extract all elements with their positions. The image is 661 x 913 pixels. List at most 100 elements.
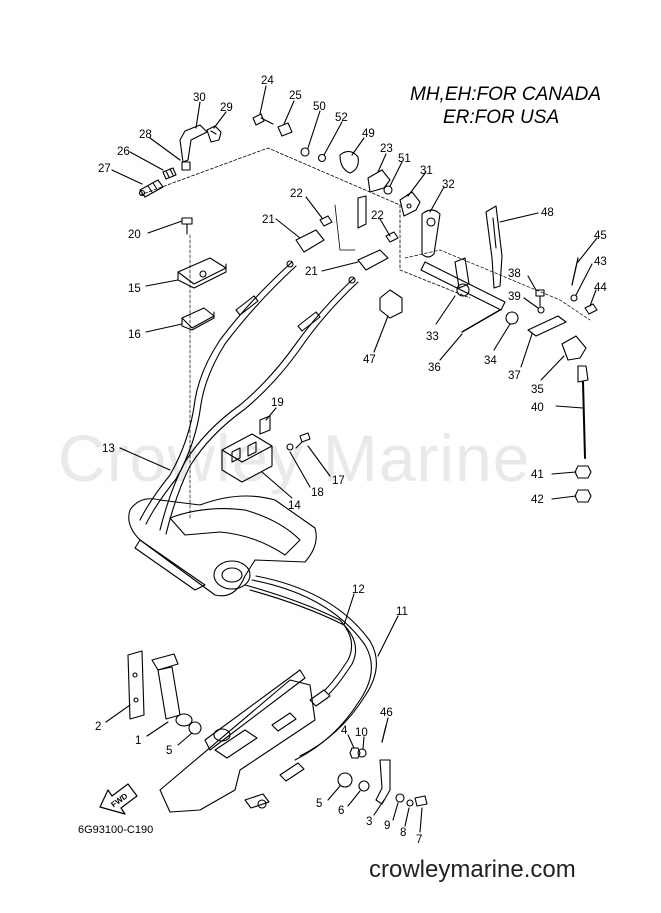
part-14-slots [231, 441, 257, 463]
callout-51: 51 [398, 153, 411, 165]
leader-48 [499, 212, 539, 223]
leader-30 [195, 101, 201, 129]
leader-28 [149, 137, 181, 161]
part-24-bolt [252, 113, 274, 126]
callout-42: 42 [531, 494, 544, 506]
part-48-link [485, 205, 503, 289]
leader-21b [321, 261, 359, 272]
callout-14: 14 [288, 500, 301, 512]
leader-2 [105, 704, 131, 723]
cable-end-b [348, 276, 356, 284]
leader-19 [265, 407, 277, 421]
leader-14 [261, 471, 293, 499]
part-44-clip [584, 303, 598, 315]
part-34-bushing [505, 311, 519, 325]
callout-12: 12 [352, 584, 365, 596]
part-35-joint [561, 335, 587, 361]
part-36-pin [461, 309, 501, 333]
callout-3: 3 [366, 816, 372, 828]
part-2-hole-b [133, 697, 139, 703]
part-25-collar [277, 122, 293, 137]
part-6-washer [358, 780, 370, 792]
leader-21a [275, 218, 301, 239]
callout-21b: 21 [305, 266, 318, 278]
part-50-nut [300, 147, 310, 157]
leader-20 [147, 220, 183, 234]
leader-22b [379, 218, 391, 237]
part-13-cable-a [139, 261, 293, 521]
part-51-nut [383, 185, 393, 195]
part-39-washer [537, 306, 545, 314]
part-16-clamp [181, 307, 215, 331]
leader-25 [283, 100, 295, 125]
callout-18: 18 [311, 487, 324, 499]
leader-27 [111, 169, 143, 185]
part-1-lever-arm [157, 666, 181, 720]
cable-fitting-d [309, 689, 331, 707]
callout-48: 48 [541, 207, 554, 219]
callout-29: 29 [220, 102, 233, 114]
part-48-slot [492, 217, 497, 249]
callout-5a: 5 [166, 745, 172, 757]
part-26-spring [162, 167, 177, 180]
callout-11: 11 [396, 606, 408, 618]
lower-arm [244, 793, 270, 809]
callout-20: 20 [128, 229, 141, 241]
callout-49: 49 [362, 128, 375, 140]
callout-44: 44 [594, 282, 607, 294]
leader-38 [527, 275, 537, 291]
leader-24 [259, 85, 267, 115]
group-bracket [139, 147, 471, 299]
part-15-hole [199, 270, 207, 278]
part-17-bolt [295, 432, 311, 449]
callout-52: 52 [335, 112, 348, 124]
part-27-hole [138, 189, 146, 197]
lower-housing-slot [214, 729, 258, 759]
leader-44 [589, 289, 597, 307]
callout-6: 6 [338, 805, 344, 817]
part-8-washer [406, 799, 414, 807]
callout-31: 31 [420, 165, 433, 177]
part-12-cable-a [244, 584, 353, 691]
control-box-hub-inner [221, 567, 243, 583]
cable-fitting-e [279, 762, 305, 782]
lower-arm-end [257, 799, 267, 809]
lower-housing [159, 679, 316, 813]
part-2-hole-a [132, 672, 138, 678]
leader-4 [347, 734, 355, 749]
callout-32: 32 [442, 179, 455, 191]
part-1-pivot [175, 713, 193, 727]
leader-10 [362, 736, 365, 750]
callout-22b: 22 [371, 210, 384, 222]
leader-50 [307, 110, 321, 149]
applicability-note-usa: ER:FOR USA [443, 107, 560, 128]
part-18-washer [286, 443, 294, 451]
leader-1 [146, 721, 169, 737]
part-2-cover [127, 650, 145, 720]
callout-7: 7 [416, 834, 422, 846]
leader-12 [343, 593, 355, 626]
leader-37 [520, 333, 533, 368]
part-15-plate [177, 257, 227, 289]
callout-15: 15 [128, 283, 141, 295]
leader-11 [377, 615, 399, 657]
part-5-bushing-b [337, 772, 353, 788]
part-32-hole [426, 217, 436, 227]
callout-13: 13 [102, 443, 115, 455]
part-38-bolt [535, 289, 545, 307]
leader-17 [307, 445, 331, 477]
part-49-cam [339, 150, 359, 174]
callout-38: 38 [508, 268, 521, 280]
callout-8: 8 [400, 827, 406, 839]
lower-housing-rail [204, 669, 306, 751]
callout-33: 33 [426, 331, 439, 343]
part-9-washer [395, 793, 405, 803]
leader-8 [404, 807, 410, 827]
part-1-lever-grip [151, 653, 179, 671]
leader-5b [327, 785, 341, 801]
leader-39 [523, 297, 539, 309]
part-7-bolt [414, 795, 428, 807]
callout-46: 46 [380, 707, 393, 719]
leader-51 [389, 161, 403, 187]
